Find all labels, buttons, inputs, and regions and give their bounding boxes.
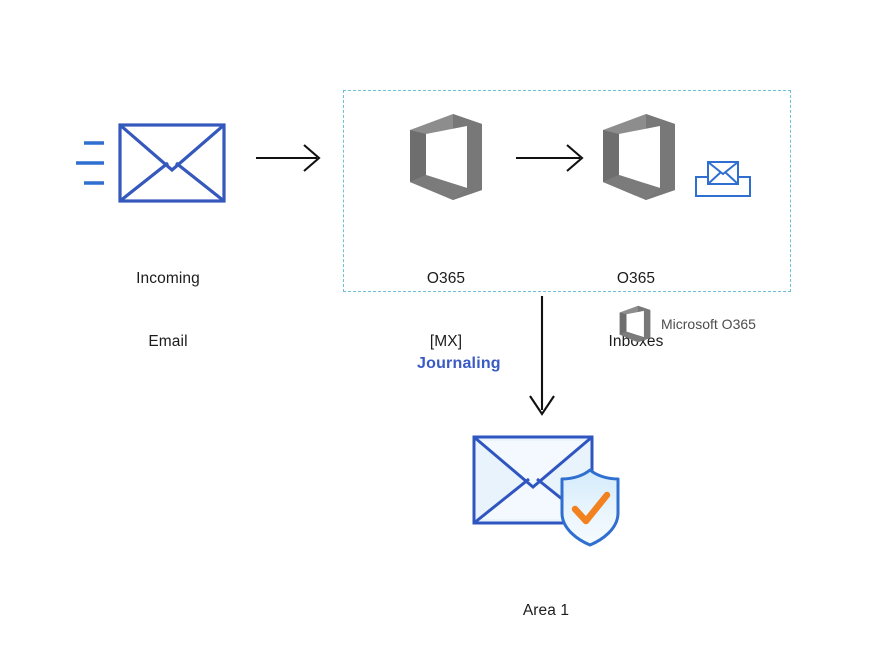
arrow-right-icon [516, 144, 584, 172]
o365-inboxes-node [599, 112, 679, 202]
area1-label: Area 1 email security [466, 558, 626, 653]
incoming-email-node [76, 122, 226, 204]
arrow-right-icon [256, 144, 321, 172]
incoming-email-label-line2: Email [148, 333, 188, 350]
o365-mx-label-line2: [MX] [429, 333, 463, 350]
o365-mx-label: O365 [MX] [366, 226, 526, 394]
inbox-tray-envelope-icon [695, 161, 751, 197]
office-365-logo-icon [410, 114, 482, 200]
envelope-with-motion-lines-icon [76, 123, 226, 203]
incoming-email-label-line1: Incoming [136, 270, 200, 287]
edge-incoming-to-mx [256, 140, 326, 176]
o365-inboxes-label-line1: O365 [616, 270, 656, 287]
area1-node [470, 433, 630, 549]
journaling-edge-label: Journaling [417, 355, 501, 372]
o365-mx-label-line1: O365 [426, 270, 466, 287]
edge-mx-to-inboxes [516, 140, 592, 176]
inbox-tray-node [694, 159, 752, 199]
edge-inboxes-to-area1 [524, 296, 560, 420]
legend-label: Microsoft O365 [661, 316, 756, 332]
legend: Microsoft O365 [618, 304, 756, 344]
o365-mx-node [406, 112, 486, 202]
office-365-logo-icon [603, 114, 675, 200]
envelope-shield-check-icon [472, 435, 620, 547]
o365-boundary-region [343, 90, 791, 292]
office-365-logo-icon [619, 305, 651, 343]
arrow-down-icon [529, 296, 555, 416]
incoming-email-label: Incoming Email [88, 226, 248, 394]
area1-label-line1: Area 1 [522, 602, 570, 619]
